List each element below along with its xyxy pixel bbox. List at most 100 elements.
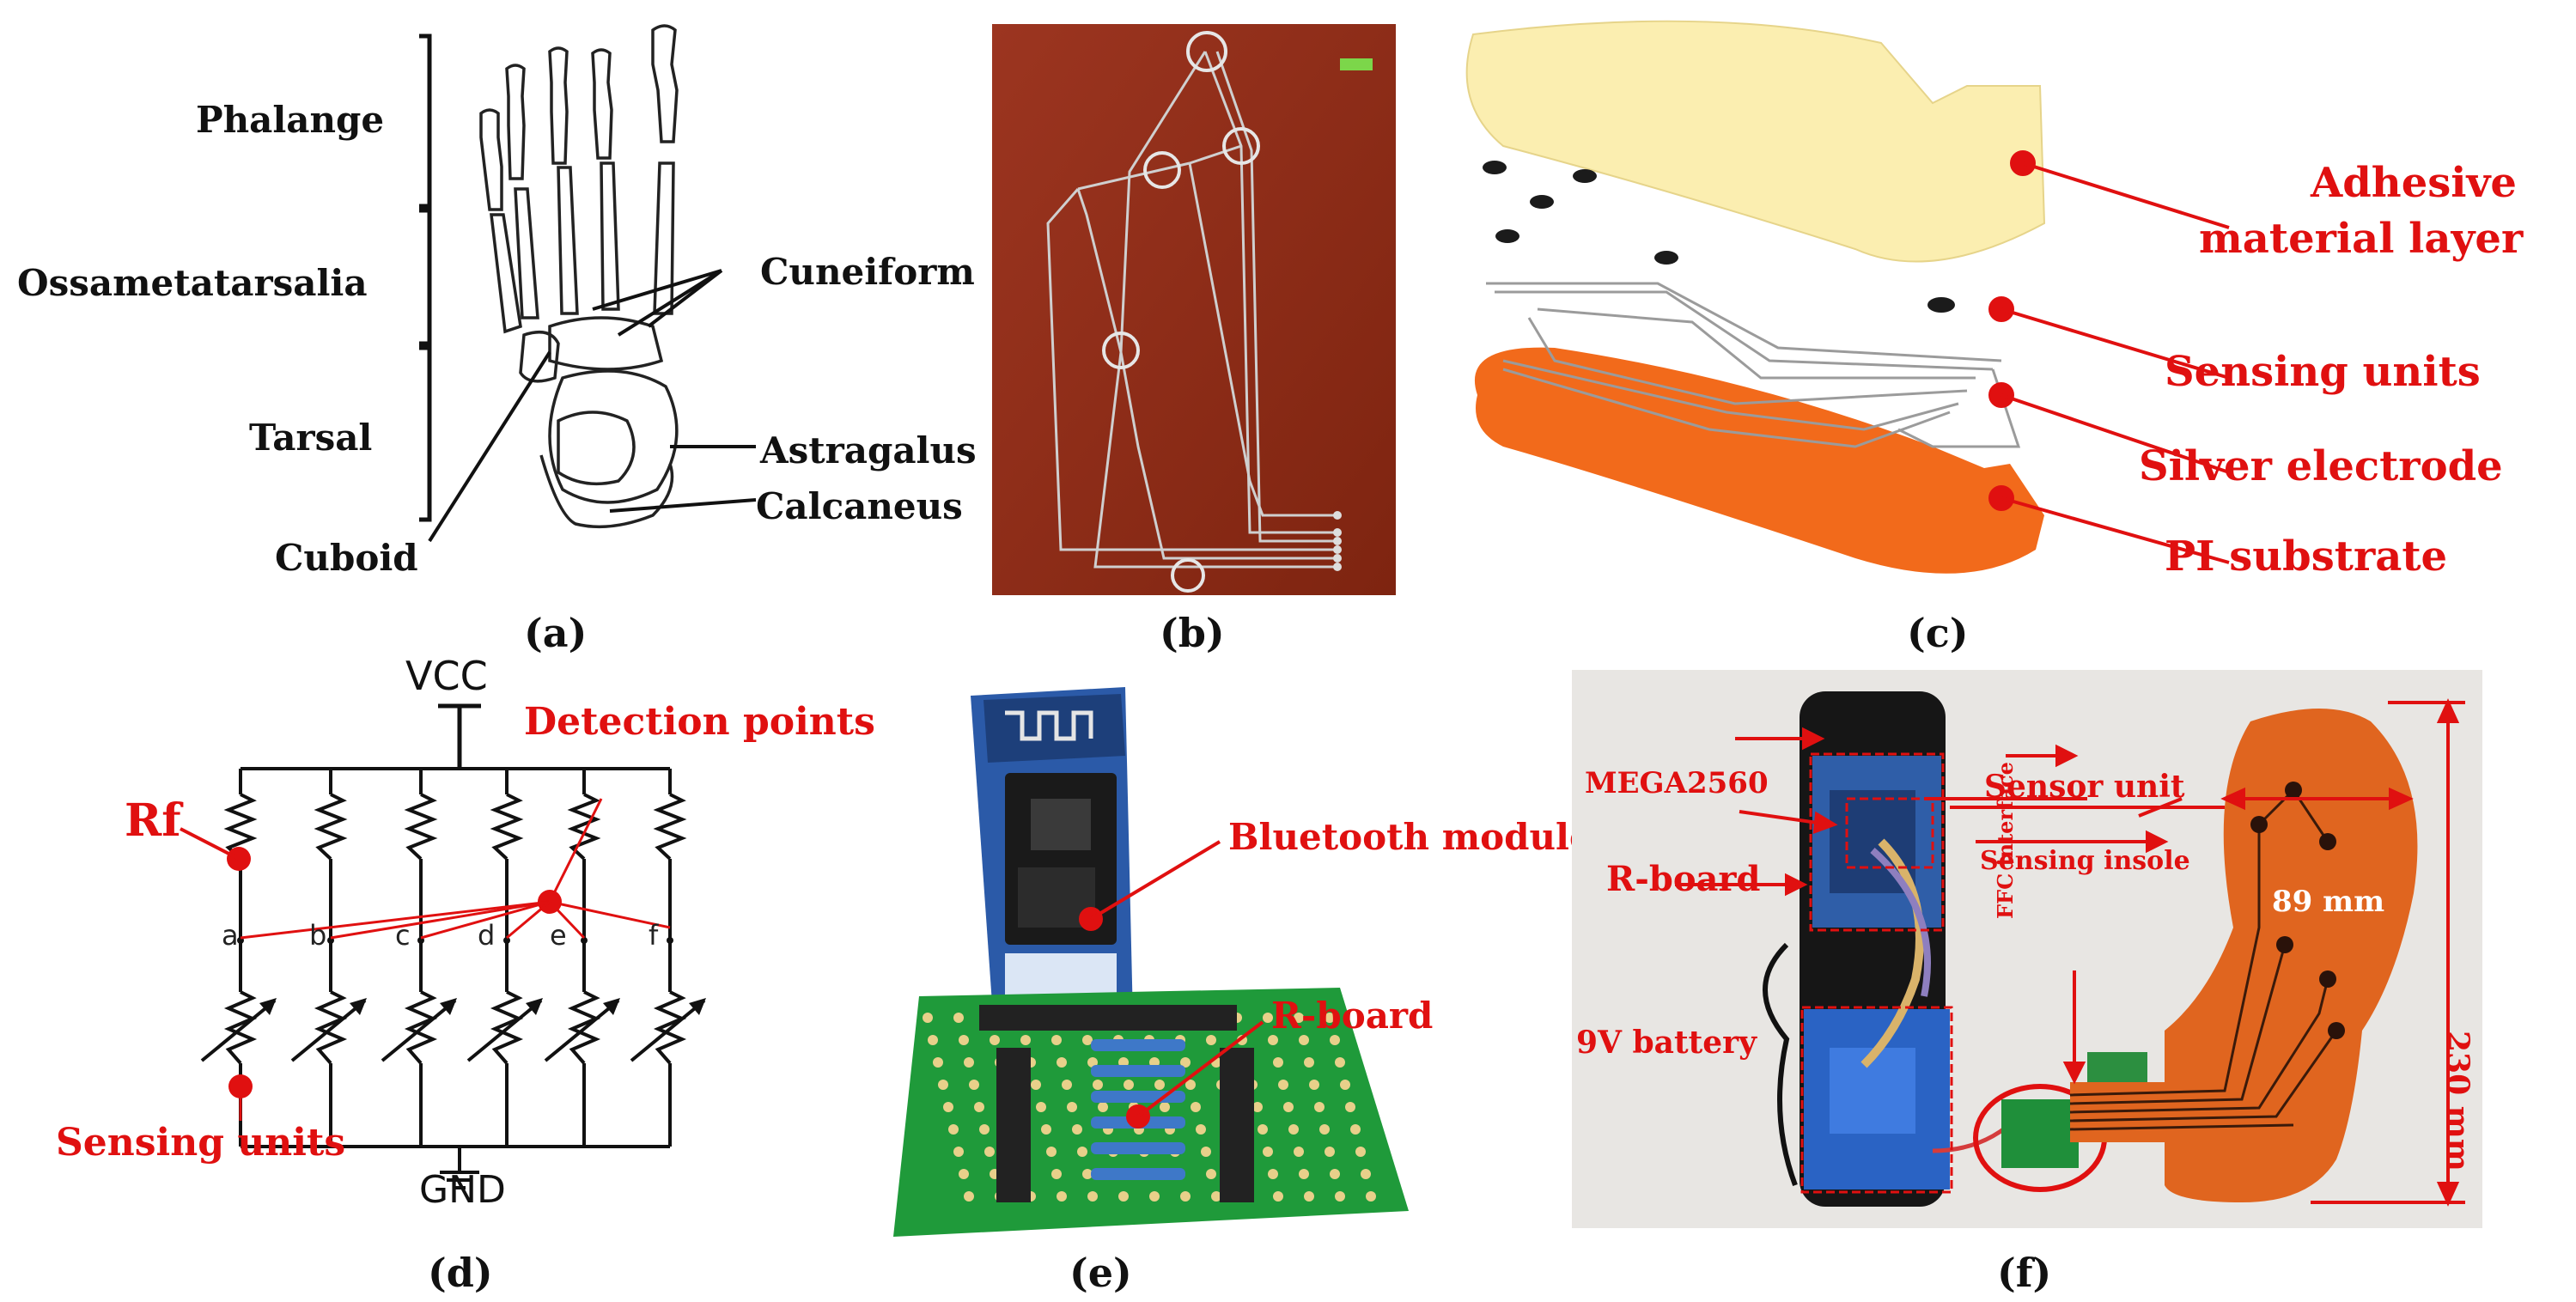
board-pad (990, 1035, 1000, 1045)
sensor-arrowhead-5 (689, 998, 706, 1015)
board-pad (1299, 1169, 1309, 1179)
board-pad (953, 1013, 964, 1023)
node-label-c: c (395, 919, 411, 952)
board-pad (1288, 1124, 1299, 1135)
board-pad (1278, 1080, 1288, 1090)
sensor-resistor-4 (567, 990, 601, 1065)
system-photo (1572, 670, 2482, 1228)
sensor-arrowhead-2 (440, 998, 457, 1015)
node-label-f: f (649, 919, 659, 952)
caption-d: (d) (428, 1250, 493, 1296)
label-cuneiform: Cuneiform (760, 251, 975, 293)
label-silver-electrode: Silver electrode (2139, 442, 2503, 490)
board-pad (943, 1102, 953, 1112)
caption-a: (a) (524, 610, 588, 656)
rf-pointer (180, 827, 240, 861)
board-pad (1361, 1169, 1371, 1179)
board-pad (1180, 1191, 1191, 1202)
board-pad (1330, 1035, 1340, 1045)
board-pad (1067, 1102, 1077, 1112)
node-dot-2 (417, 937, 424, 944)
board-pad (1118, 1191, 1129, 1202)
sensor-resistor-0 (223, 990, 258, 1065)
label-r-board-f: R-board (1606, 859, 1761, 899)
sensor-arrow-4 (544, 999, 620, 1062)
board-pad (1309, 1080, 1319, 1090)
sensor-resistor-3 (490, 990, 524, 1065)
caption-f: (f) (1997, 1250, 2052, 1296)
label-adhesive-line1: Adhesive (2311, 159, 2517, 207)
sensor-resistor-1 (314, 990, 348, 1065)
board-pad (1098, 1102, 1108, 1112)
board-pad (1196, 1124, 1206, 1135)
label-astragalus: Astragalus (760, 429, 977, 472)
label-tarsal: Tarsal (249, 417, 373, 459)
label-ossametatarsalia: Ossametatarsalia (17, 262, 368, 304)
board-pad (928, 1035, 938, 1045)
board-pad (959, 1169, 969, 1179)
foot-bone-drawing (419, 24, 757, 543)
rf-resistor-0 (223, 793, 258, 861)
caption-e: (e) (1069, 1250, 1132, 1296)
detection-pointer-0 (240, 900, 551, 940)
sensor-arrow-0 (200, 999, 277, 1062)
board-pad (1330, 1169, 1340, 1179)
board-pad (1072, 1124, 1082, 1135)
panel-e: Bluetooth module R-board (e) (859, 661, 1615, 1302)
board-pad (1299, 1035, 1309, 1045)
caption-b: (b) (1160, 610, 1225, 656)
board-pad (1180, 1057, 1191, 1068)
board-pad (1294, 1147, 1304, 1157)
board-pad (974, 1102, 984, 1112)
board-pad (1252, 1102, 1263, 1112)
board-pad (1041, 1124, 1051, 1135)
board-pad (1087, 1191, 1098, 1202)
board-pad (1258, 1124, 1268, 1135)
sensor-arrowhead-0 (259, 998, 277, 1015)
board-pad (938, 1080, 948, 1090)
sensor-resistor-2 (404, 990, 438, 1065)
sensor-arrow-2 (381, 999, 457, 1062)
board-pad (1263, 1013, 1273, 1023)
board-pad (1185, 1080, 1196, 1090)
board-pad (1268, 1169, 1278, 1179)
board-pad (1051, 1169, 1062, 1179)
label-bluetooth-module: Bluetooth module (1228, 816, 1592, 858)
rf-resistor-5 (653, 793, 687, 861)
sensor-arrowhead-4 (603, 998, 620, 1015)
board-pad (1304, 1057, 1314, 1068)
board-pad (1057, 1057, 1067, 1068)
panel-b: (b) (992, 0, 1396, 656)
node-dot-4 (581, 937, 588, 944)
board-pad (1319, 1124, 1330, 1135)
board-pad (1191, 1102, 1201, 1112)
board-pad (1046, 1147, 1057, 1157)
board-pad (1082, 1169, 1093, 1179)
sensor-arrow-3 (466, 999, 543, 1062)
board-pad (953, 1147, 964, 1157)
label-gnd: GND (419, 1168, 506, 1212)
board-pad (1283, 1102, 1294, 1112)
board-pad (1206, 1035, 1216, 1045)
board-pad (1340, 1080, 1350, 1090)
label-rf: Rf (125, 794, 181, 847)
board-pad (1051, 1035, 1062, 1045)
board-pad (979, 1124, 990, 1135)
board-pad (1160, 1102, 1170, 1112)
circuit-schematic (180, 703, 706, 1189)
panel-c: Adhesive material layer Sensing units Si… (1452, 0, 2576, 661)
board-pad (1201, 1147, 1211, 1157)
board-pad (984, 1147, 995, 1157)
board-pad (1154, 1080, 1165, 1090)
board-pad (959, 1035, 969, 1045)
board-pad (964, 1191, 974, 1202)
board-pad (1124, 1080, 1134, 1090)
label-vcc: VCC (405, 653, 488, 699)
label-sensing-insole: Sensing insole (1980, 846, 2190, 876)
rf-resistor-3 (490, 793, 524, 861)
board-pad (1335, 1057, 1345, 1068)
board-pad (969, 1080, 979, 1090)
label-sensing-units-c: Sensing units (2165, 348, 2481, 396)
label-detection-points: Detection points (524, 700, 875, 744)
label-sensing-units-d: Sensing units (56, 1121, 346, 1165)
